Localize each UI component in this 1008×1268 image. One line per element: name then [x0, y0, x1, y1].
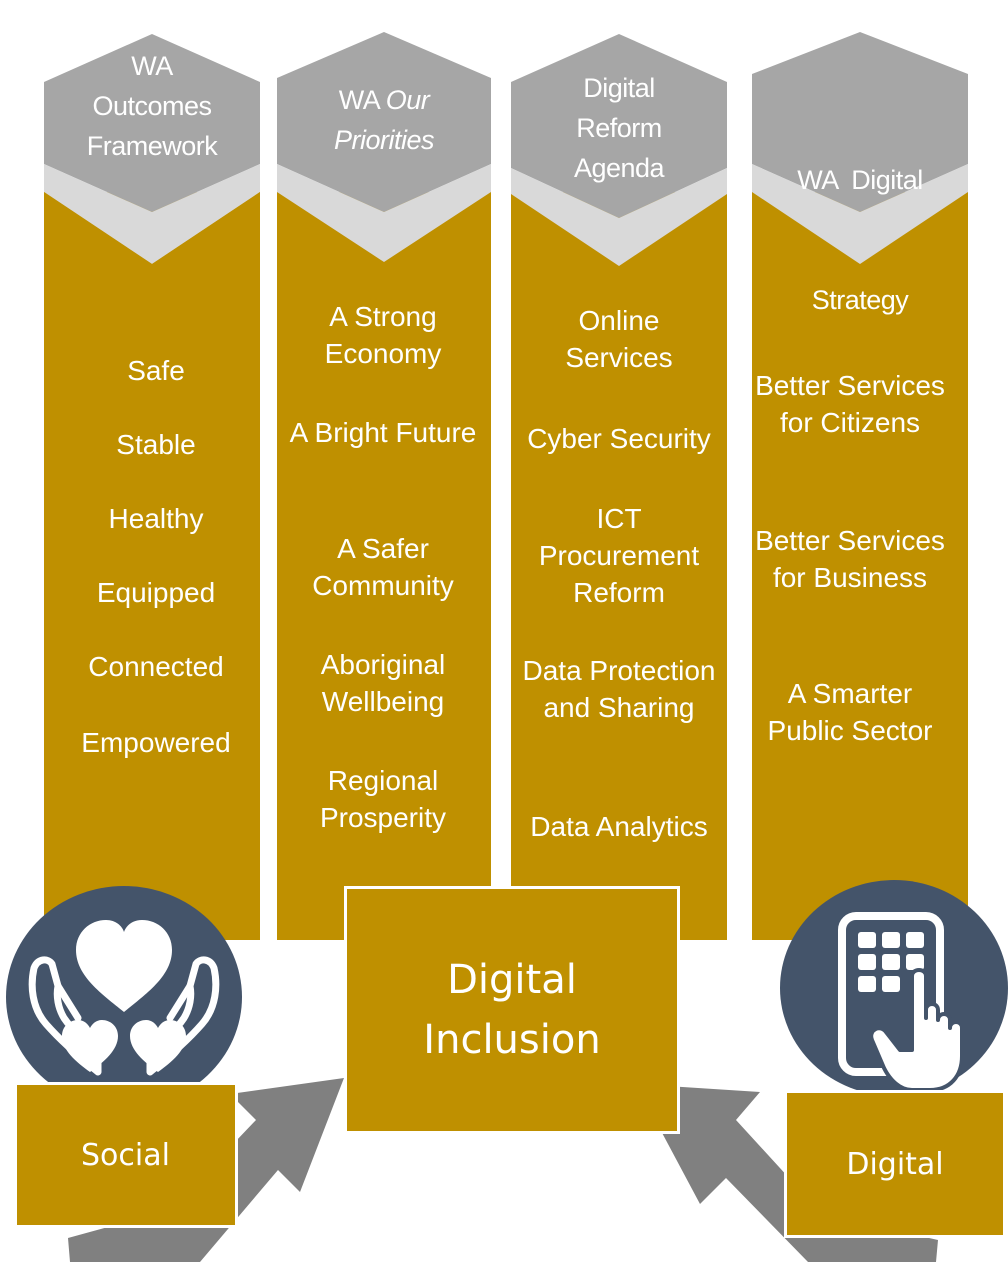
priority-item: A Bright Future	[289, 417, 477, 448]
column-body-outcomes	[44, 192, 260, 940]
column-headers-graphic	[44, 32, 968, 266]
priorities-title-line-1: WA Our	[277, 80, 491, 120]
column-title-priorities: WA Our Priorities	[277, 80, 491, 160]
digital-icon-circle	[780, 880, 1008, 1096]
social-label: Social	[81, 1137, 170, 1173]
hex-header-reform	[511, 34, 727, 218]
digital-box: Digital	[784, 1090, 1006, 1238]
column-body-reform	[511, 192, 727, 940]
priorities-title-wa: WA	[338, 85, 386, 115]
column-items-priorities: A Strong Economy A Bright Future A Safer…	[284, 298, 482, 836]
chevron-outcomes	[44, 164, 260, 264]
column-items-outcomes: Safe Stable Healthy Equipped Connected E…	[44, 352, 268, 761]
column-body-priorities	[277, 192, 491, 940]
priority-item: A Safer Community	[312, 533, 454, 601]
heart-hands-icon	[28, 920, 220, 1076]
outcome-item: Safe	[127, 355, 185, 386]
column-items-reform: Online Services Cyber Security ICT Procu…	[511, 302, 727, 845]
digital-inclusion-line-2: Inclusion	[423, 1017, 601, 1063]
hex-header-outcomes	[44, 34, 260, 212]
hex-header-priorities	[277, 32, 491, 212]
column-title-outcomes: WA Outcomes Framework	[86, 51, 218, 161]
column-body-strategy	[752, 192, 968, 940]
chevron-priorities	[277, 164, 491, 262]
outcome-item: Equipped	[96, 577, 216, 608]
reform-item: ICT Procurement Reform	[538, 503, 700, 608]
outcome-item: Empowered	[81, 727, 231, 758]
column-items-strategy: Better Services for Citizens Better Serv…	[752, 367, 948, 749]
outcome-item: Stable	[116, 429, 196, 460]
column-title-reform: Digital Reform Agenda	[573, 73, 665, 183]
strategy-item: Better Services for Citizens	[755, 370, 945, 438]
strategy-item: A Smarter Public Sector	[767, 678, 933, 746]
hex-header-strategy	[752, 32, 968, 212]
tablet-touch-icon	[838, 912, 964, 1092]
digital-inclusion-line-1: Digital	[447, 957, 577, 1003]
social-icon-circle	[6, 886, 242, 1108]
priorities-title-our: Our	[385, 85, 430, 115]
outcome-item: Connected	[88, 651, 224, 682]
reform-item: Data Analytics	[530, 811, 708, 842]
reform-item: Cyber Security	[527, 423, 711, 454]
strategy-item: Better Services for Business	[755, 525, 945, 593]
priority-item: Aboriginal Wellbeing	[320, 649, 446, 717]
social-box: Social	[14, 1082, 238, 1228]
right-arrow	[636, 1084, 938, 1262]
reform-item: Data Protection and Sharing	[522, 655, 716, 723]
outcome-item: Healthy	[108, 503, 204, 534]
column-title-strategy: WA Digital Strategy	[797, 165, 923, 315]
digital-label: Digital	[846, 1146, 944, 1182]
digital-inclusion-box: Digital Inclusion	[344, 886, 680, 1134]
chevron-strategy	[752, 164, 968, 264]
chevron-reform	[511, 168, 727, 266]
left-arrow	[68, 1078, 344, 1262]
reform-item: Online Services	[565, 305, 673, 373]
priority-item: A Strong Economy	[324, 301, 442, 369]
priority-item: Regional Prosperity	[319, 765, 447, 833]
